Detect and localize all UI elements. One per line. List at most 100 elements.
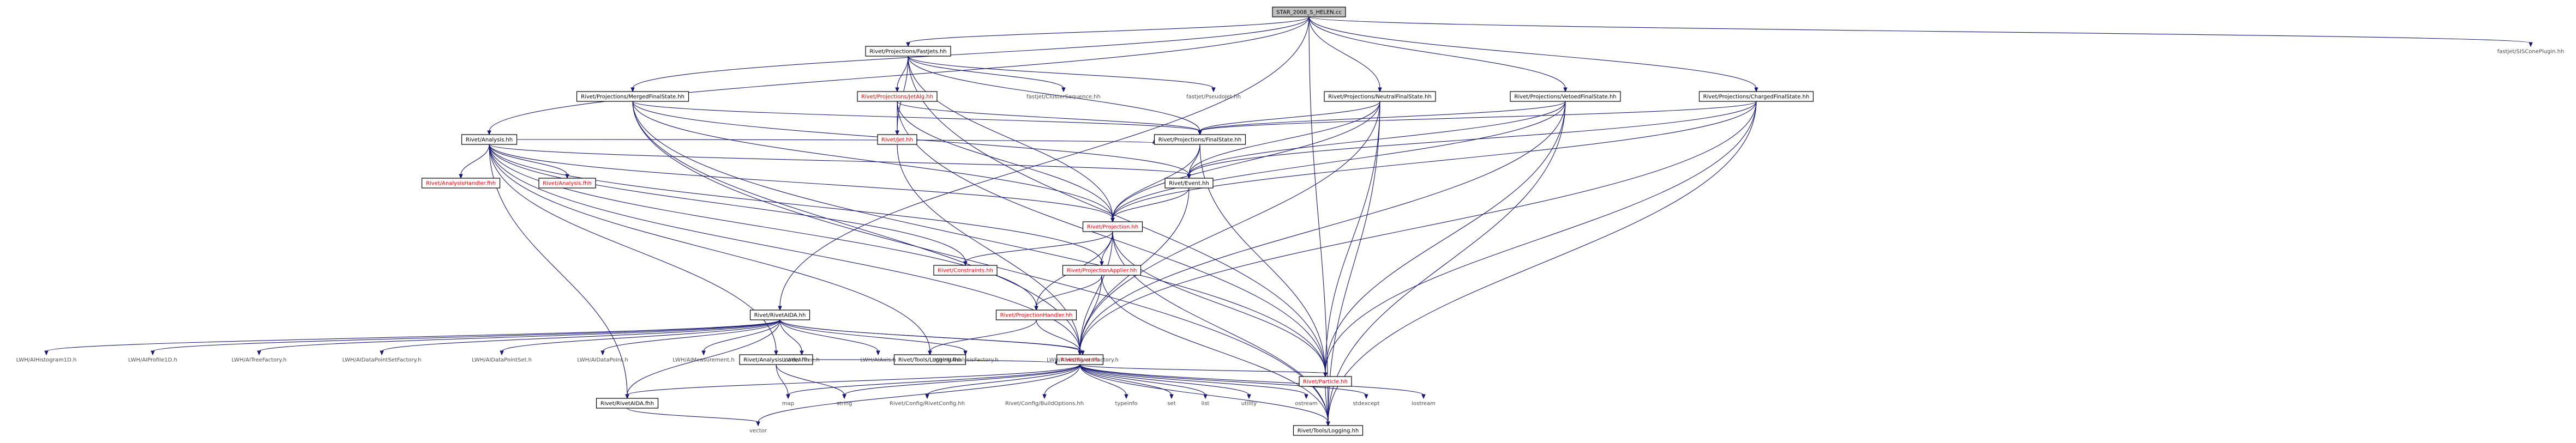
edges-layer — [44, 16, 2533, 427]
node-box — [933, 265, 998, 276]
node-box — [576, 91, 689, 102]
node-stdexcept: stdexcept — [1353, 401, 1379, 407]
node-rivethh[interactable]: Rivet/Rivet.hh — [1056, 354, 1104, 365]
node-finalstate[interactable]: Rivet/Projections/FinalState.hh — [1154, 134, 1246, 145]
node-afhh[interactable]: Rivet/Analysis.fhh — [538, 178, 596, 189]
node-treefact: LWH/AITreeFactory.h — [232, 357, 287, 363]
edge-fastjets-to-jetalg — [895, 56, 909, 93]
edge-projection-to-constraints — [963, 231, 1113, 266]
node-label: iostream — [1412, 401, 1436, 407]
node-label: Rivet/Projections/VetoedFinalState.hh — [1514, 94, 1616, 100]
edge-mergedfs-to-finalstate — [632, 101, 1202, 136]
node-dps: LWH/AIDataPointSet.h — [472, 357, 532, 363]
edge-chargedfs-to-projection — [1110, 101, 1757, 223]
node-aloader[interactable]: Rivet/AnalysisLoader.hh — [739, 354, 813, 365]
edge-rivethh-to-rivetconfig — [925, 364, 1080, 399]
node-vetoedfs[interactable]: Rivet/Projections/VetoedFinalState.hh — [1510, 91, 1621, 102]
node-label: fastjet/PseudoJet.hh — [1186, 94, 1241, 100]
edge-analysis-to-projapplier — [489, 144, 1104, 266]
node-pseudojet: fastjet/PseudoJet.hh — [1186, 94, 1241, 100]
node-jetalg[interactable]: Rivet/Projections/JetAlg.hh — [857, 91, 938, 102]
edge-analysis-to-event — [489, 144, 1191, 179]
node-label: Rivet/AnalysisHandler.fhh — [426, 181, 496, 187]
node-set: set — [1167, 401, 1175, 407]
node-box — [421, 178, 501, 189]
node-box — [1082, 221, 1143, 232]
node-label: string — [837, 401, 852, 407]
node-label: Rivet/Projections/FastJets.hh — [869, 49, 946, 55]
node-label: LWH/AIHistogram1D.h — [16, 357, 77, 363]
node-rivetaida[interactable]: Rivet/RivetAIDA.hh — [749, 310, 810, 320]
node-label: LWH/AIHistogramFactory.h — [1047, 357, 1119, 363]
node-box — [1272, 7, 1346, 17]
node-dpsfact: LWH/AIDataPointSetFactory.h — [343, 357, 422, 363]
edge-event-to-projection — [1110, 187, 1190, 223]
edge-rivethh-to-map — [786, 364, 1080, 399]
node-loggingfhh[interactable]: Rivet/Tools/Logging.fhh — [893, 354, 966, 365]
node-label: LWH/AIDataPointSet.h — [472, 357, 532, 363]
edge-rivetaida-to-meas — [701, 319, 780, 356]
node-projection[interactable]: Rivet/Projection.hh — [1082, 221, 1143, 232]
node-root[interactable]: STAR_2008_S_HELEN.cc — [1272, 7, 1346, 17]
node-logginghh[interactable]: Rivet/Tools/Logging.hh — [1293, 425, 1364, 436]
node-vector: vector — [749, 428, 767, 434]
node-rivetconfig: Rivet/Config/RivetConfig.hh — [890, 401, 965, 407]
node-label: Rivet/Analysis.fhh — [543, 181, 592, 187]
node-box — [1293, 425, 1364, 436]
node-analysis[interactable]: Rivet/Analysis.hh — [461, 134, 518, 145]
edge-analysis-to-finalstate — [517, 138, 1157, 144]
node-dp: LWH/AIDataPoint.h — [577, 357, 628, 363]
edge-projection-to-logginghh — [1112, 231, 1330, 427]
node-box — [995, 310, 1077, 320]
edge-root-to-rivetaida — [778, 16, 1310, 311]
edge-jetalg-to-particle — [897, 101, 1328, 378]
edge-rivethh-to-stdexcept — [1079, 364, 1368, 399]
node-fastjets[interactable]: Rivet/Projections/FastJets.hh — [865, 46, 951, 57]
node-label: LWH/AITree.h — [784, 357, 820, 363]
node-label: Rivet/Projections/MergedFinalState.hh — [581, 94, 684, 100]
node-chargedfs[interactable]: Rivet/Projections/ChargedFinalState.hh — [1698, 91, 1814, 102]
node-label: LWH/AIDataPoint.h — [577, 357, 628, 363]
node-mergedfs[interactable]: Rivet/Projections/MergedFinalState.hh — [576, 91, 689, 102]
node-neutralfs[interactable]: Rivet/Projections/NeutralFinalState.hh — [1324, 91, 1436, 102]
edge-jetalg-to-finalstate — [897, 101, 1202, 136]
edge-rivethh-to-set — [1079, 364, 1174, 399]
node-box — [1510, 91, 1621, 102]
node-label: LWH/AIAnalysisFactory.h — [932, 357, 998, 363]
node-label: LWH/AITreeFactory.h — [232, 357, 287, 363]
node-event[interactable]: Rivet/Event.hh — [1164, 178, 1214, 189]
node-box — [739, 354, 813, 365]
node-label: Rivet/Config/RivetConfig.hh — [890, 401, 965, 407]
edge-rivethh-to-utility — [1079, 364, 1251, 399]
node-rivetaidafhh[interactable]: Rivet/RivetAIDA.fhh — [596, 398, 659, 409]
edge-neutralfs-to-particle — [1323, 101, 1380, 378]
edge-chargedfs-to-particle — [1323, 101, 1757, 378]
edge-root-to-fastjets — [906, 16, 1310, 47]
edge-projhandler-to-loggingfhh — [928, 319, 1037, 356]
node-ahandler[interactable]: Rivet/AnalysisHandler.fhh — [421, 178, 501, 189]
node-box — [1299, 376, 1352, 387]
node-particle[interactable]: Rivet/Particle.hh — [1299, 376, 1352, 387]
node-label: list — [1202, 401, 1210, 407]
node-box — [893, 354, 966, 365]
node-axis: LWH/AIAxis.h — [860, 357, 896, 363]
edge-particle-to-logginghh — [1325, 386, 1330, 427]
node-label: Rivet/Constraints.hh — [938, 268, 993, 274]
node-label: utility — [1241, 401, 1257, 407]
node-jet[interactable]: Rivet/Jet.hh — [877, 134, 917, 145]
node-label: Rivet/RivetAIDA.fhh — [601, 401, 654, 407]
node-label: Rivet/Particle.hh — [1303, 379, 1348, 385]
edge-rivethh-to-string — [842, 364, 1080, 399]
node-projapplier[interactable]: Rivet/ProjectionApplier.hh — [1062, 265, 1142, 276]
edge-vetoedfs-to-particle — [1323, 101, 1566, 378]
node-label: map — [782, 401, 794, 407]
node-clusterseq: fastjet/ClusterSequence.hh — [1026, 94, 1101, 100]
node-constraints[interactable]: Rivet/Constraints.hh — [933, 265, 998, 276]
node-label: stdexcept — [1353, 401, 1379, 407]
node-label: Rivet/Analysis.hh — [466, 137, 513, 143]
edge-root-to-siscone — [1308, 16, 2533, 47]
edge-rivetaida-to-h1d — [44, 319, 780, 356]
node-projhandler[interactable]: Rivet/ProjectionHandler.hh — [995, 310, 1077, 320]
node-box — [877, 134, 917, 145]
